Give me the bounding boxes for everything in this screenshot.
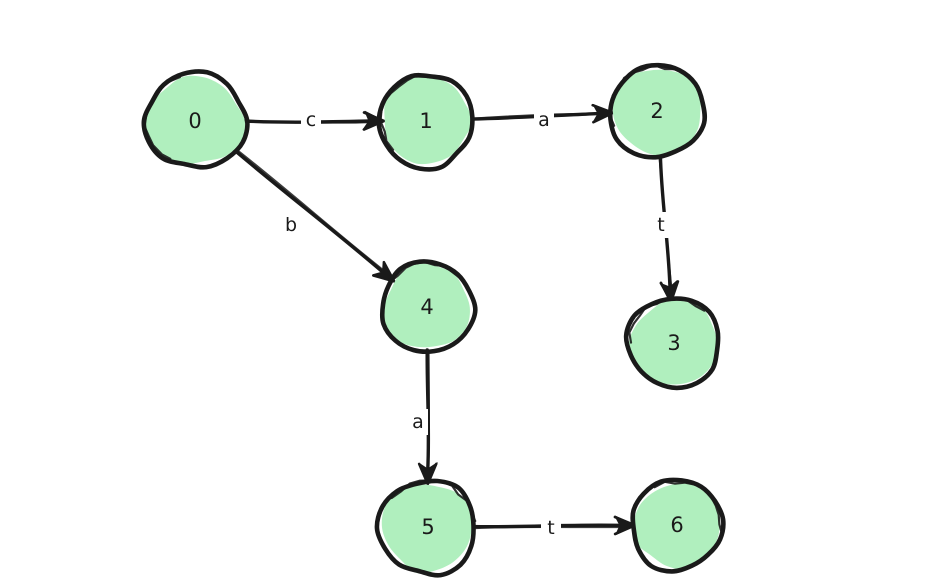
node-4[interactable]: 4 xyxy=(379,259,478,354)
arrow-head-barb xyxy=(362,111,386,131)
node-fill xyxy=(383,263,470,348)
edge-line xyxy=(231,147,386,275)
edge-label-backdrop xyxy=(541,515,561,541)
node-0[interactable]: 0 xyxy=(141,69,250,170)
edge-4-to-5[interactable] xyxy=(417,348,438,486)
node-outline xyxy=(141,69,250,170)
node-outline-second-pass xyxy=(379,73,429,151)
node-2[interactable]: 2 xyxy=(607,62,708,160)
edge-label-0-to-4: b xyxy=(281,212,301,238)
node-6[interactable]: 6 xyxy=(630,477,726,574)
node-fill xyxy=(381,484,473,574)
node-outline xyxy=(607,62,708,160)
node-outline-second-pass xyxy=(653,480,724,535)
node-outline xyxy=(376,72,475,172)
edge-label-2-to-3: t xyxy=(651,212,671,238)
edge-label-1-to-2: a xyxy=(534,107,554,133)
edge-label-4-to-5: a xyxy=(408,409,428,435)
node-outline-second-pass xyxy=(143,76,181,160)
edge-label-5-to-6: t xyxy=(541,515,561,541)
node-outline-second-pass xyxy=(390,479,477,523)
arrow-head-barb xyxy=(417,462,438,486)
edge-label-backdrop xyxy=(301,107,321,133)
node-fill xyxy=(384,75,473,165)
arrow-head-barb xyxy=(372,260,396,283)
edge-labels-layer: c a t b a t xyxy=(281,107,671,541)
edge-line-second-pass xyxy=(427,350,431,471)
node-fill xyxy=(612,69,701,157)
edge-label-backdrop xyxy=(408,409,428,435)
node-outline-second-pass xyxy=(608,63,677,127)
node-1[interactable]: 1 xyxy=(376,72,475,172)
node-3[interactable]: 3 xyxy=(623,296,721,391)
node-outline xyxy=(630,477,726,574)
node-outline-second-pass xyxy=(628,297,706,344)
node-outline-second-pass xyxy=(385,260,469,293)
node-5[interactable]: 5 xyxy=(374,478,477,578)
edge-label-backdrop xyxy=(281,212,301,238)
edge-0-to-4[interactable] xyxy=(231,146,396,283)
node-fill xyxy=(628,300,718,385)
edge-label-backdrop xyxy=(651,212,671,238)
nodes-layer: 0 1 2 3 4 5 6 xyxy=(141,62,726,578)
node-fill xyxy=(633,483,720,570)
edge-label-backdrop xyxy=(534,107,554,133)
node-fill xyxy=(145,75,246,165)
node-outline xyxy=(374,478,476,578)
edge-line-second-pass xyxy=(232,146,387,274)
edge-label-0-to-1: c xyxy=(301,107,321,133)
